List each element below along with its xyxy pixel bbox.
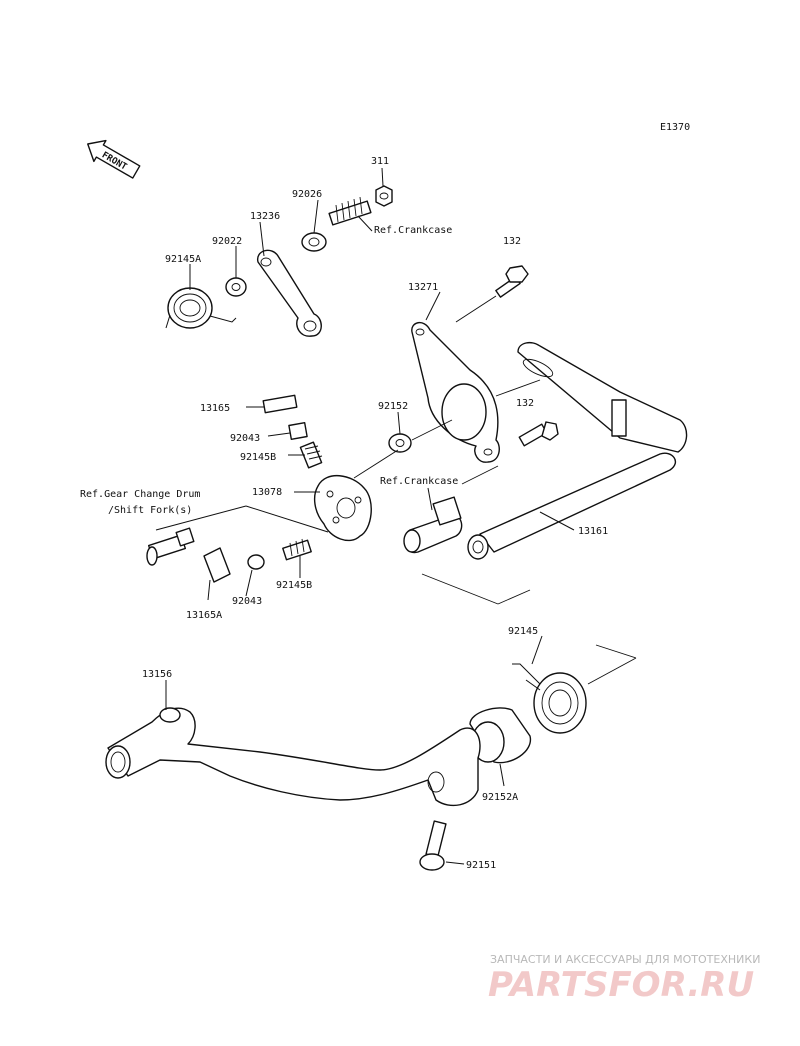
label-92145A: 92145A bbox=[165, 254, 201, 265]
washer-92026 bbox=[301, 232, 327, 252]
label-92151: 92151 bbox=[466, 860, 496, 871]
label-13161: 13161 bbox=[578, 526, 608, 537]
label-132-mid: 132 bbox=[516, 398, 534, 409]
bolt-132-mid bbox=[518, 421, 559, 447]
spring-92145B-bottom bbox=[282, 538, 312, 561]
label-13236: 13236 bbox=[250, 211, 280, 222]
watermark-brand: PARTSFOR.RU bbox=[488, 965, 754, 1005]
pin-13165A bbox=[203, 547, 231, 583]
label-ref-gear-change-2: /Shift Fork(s) bbox=[108, 505, 192, 516]
label-13156: 13156 bbox=[142, 669, 172, 680]
plate-13271 bbox=[411, 322, 500, 463]
label-92022: 92022 bbox=[212, 236, 242, 247]
collar-92043-bottom bbox=[247, 554, 265, 570]
pedal-13156 bbox=[105, 707, 481, 807]
label-13271: 13271 bbox=[408, 282, 438, 293]
label-13165: 13165 bbox=[200, 403, 230, 414]
label-92026: 92026 bbox=[292, 189, 322, 200]
drum-pin-ref bbox=[146, 527, 195, 566]
arm-13236 bbox=[257, 249, 322, 337]
label-132-top: 132 bbox=[503, 236, 521, 247]
stud-92026 bbox=[328, 196, 372, 226]
collar-ref-crankcase bbox=[403, 496, 463, 554]
label-ref-crankcase-mid: Ref.Crankcase bbox=[380, 476, 458, 487]
cam-13078 bbox=[313, 475, 372, 542]
nut-311 bbox=[375, 185, 393, 207]
front-arrow-icon: FRONT bbox=[87, 139, 141, 179]
bolt-132-top bbox=[495, 265, 529, 298]
label-92145: 92145 bbox=[508, 626, 538, 637]
label-92145B-bottom: 92145B bbox=[276, 580, 312, 591]
spring-92145B-top bbox=[299, 441, 323, 469]
label-ref-crankcase-top: Ref.Crankcase bbox=[374, 225, 452, 236]
label-13078: 13078 bbox=[252, 487, 282, 498]
label-92152: 92152 bbox=[378, 401, 408, 412]
washer-92022 bbox=[225, 277, 247, 297]
bolt-92151 bbox=[419, 820, 447, 871]
leader-lines bbox=[155, 167, 637, 865]
shaft-13161 bbox=[467, 341, 688, 560]
label-311: 311 bbox=[371, 156, 389, 167]
label-13165A: 13165A bbox=[186, 610, 222, 621]
watermark: ЗАПЧАСТИ И АКСЕССУАРЫ ДЛЯ МОТОТЕХНИКИ PA… bbox=[488, 953, 760, 1005]
pin-13165 bbox=[262, 394, 298, 414]
label-92043-top: 92043 bbox=[230, 433, 260, 444]
collar-92043-top bbox=[288, 422, 308, 440]
label-92145B-top: 92145B bbox=[240, 452, 276, 463]
part-labels: 311 92026 Ref.Crankcase 13236 92022 9214… bbox=[80, 156, 608, 871]
washer-92152 bbox=[388, 433, 412, 453]
label-92152A: 92152A bbox=[482, 792, 518, 803]
spring-92145A bbox=[165, 287, 237, 329]
label-92043-bottom: 92043 bbox=[232, 596, 262, 607]
watermark-subtitle: ЗАПЧАСТИ И АКСЕССУАРЫ ДЛЯ МОТОТЕХНИКИ bbox=[490, 953, 760, 966]
spring-92145 bbox=[512, 663, 587, 734]
diagram-code: E1370 bbox=[660, 122, 690, 133]
label-ref-gear-change-1: Ref.Gear Change Drum bbox=[80, 489, 200, 500]
